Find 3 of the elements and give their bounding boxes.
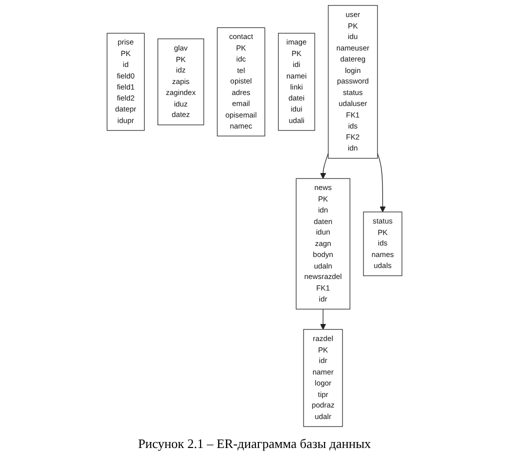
figure-caption: Рисунок 2.1 – ER-диаграмма базы данных <box>138 435 371 453</box>
arrow <box>320 308 326 330</box>
arrow <box>377 152 386 212</box>
